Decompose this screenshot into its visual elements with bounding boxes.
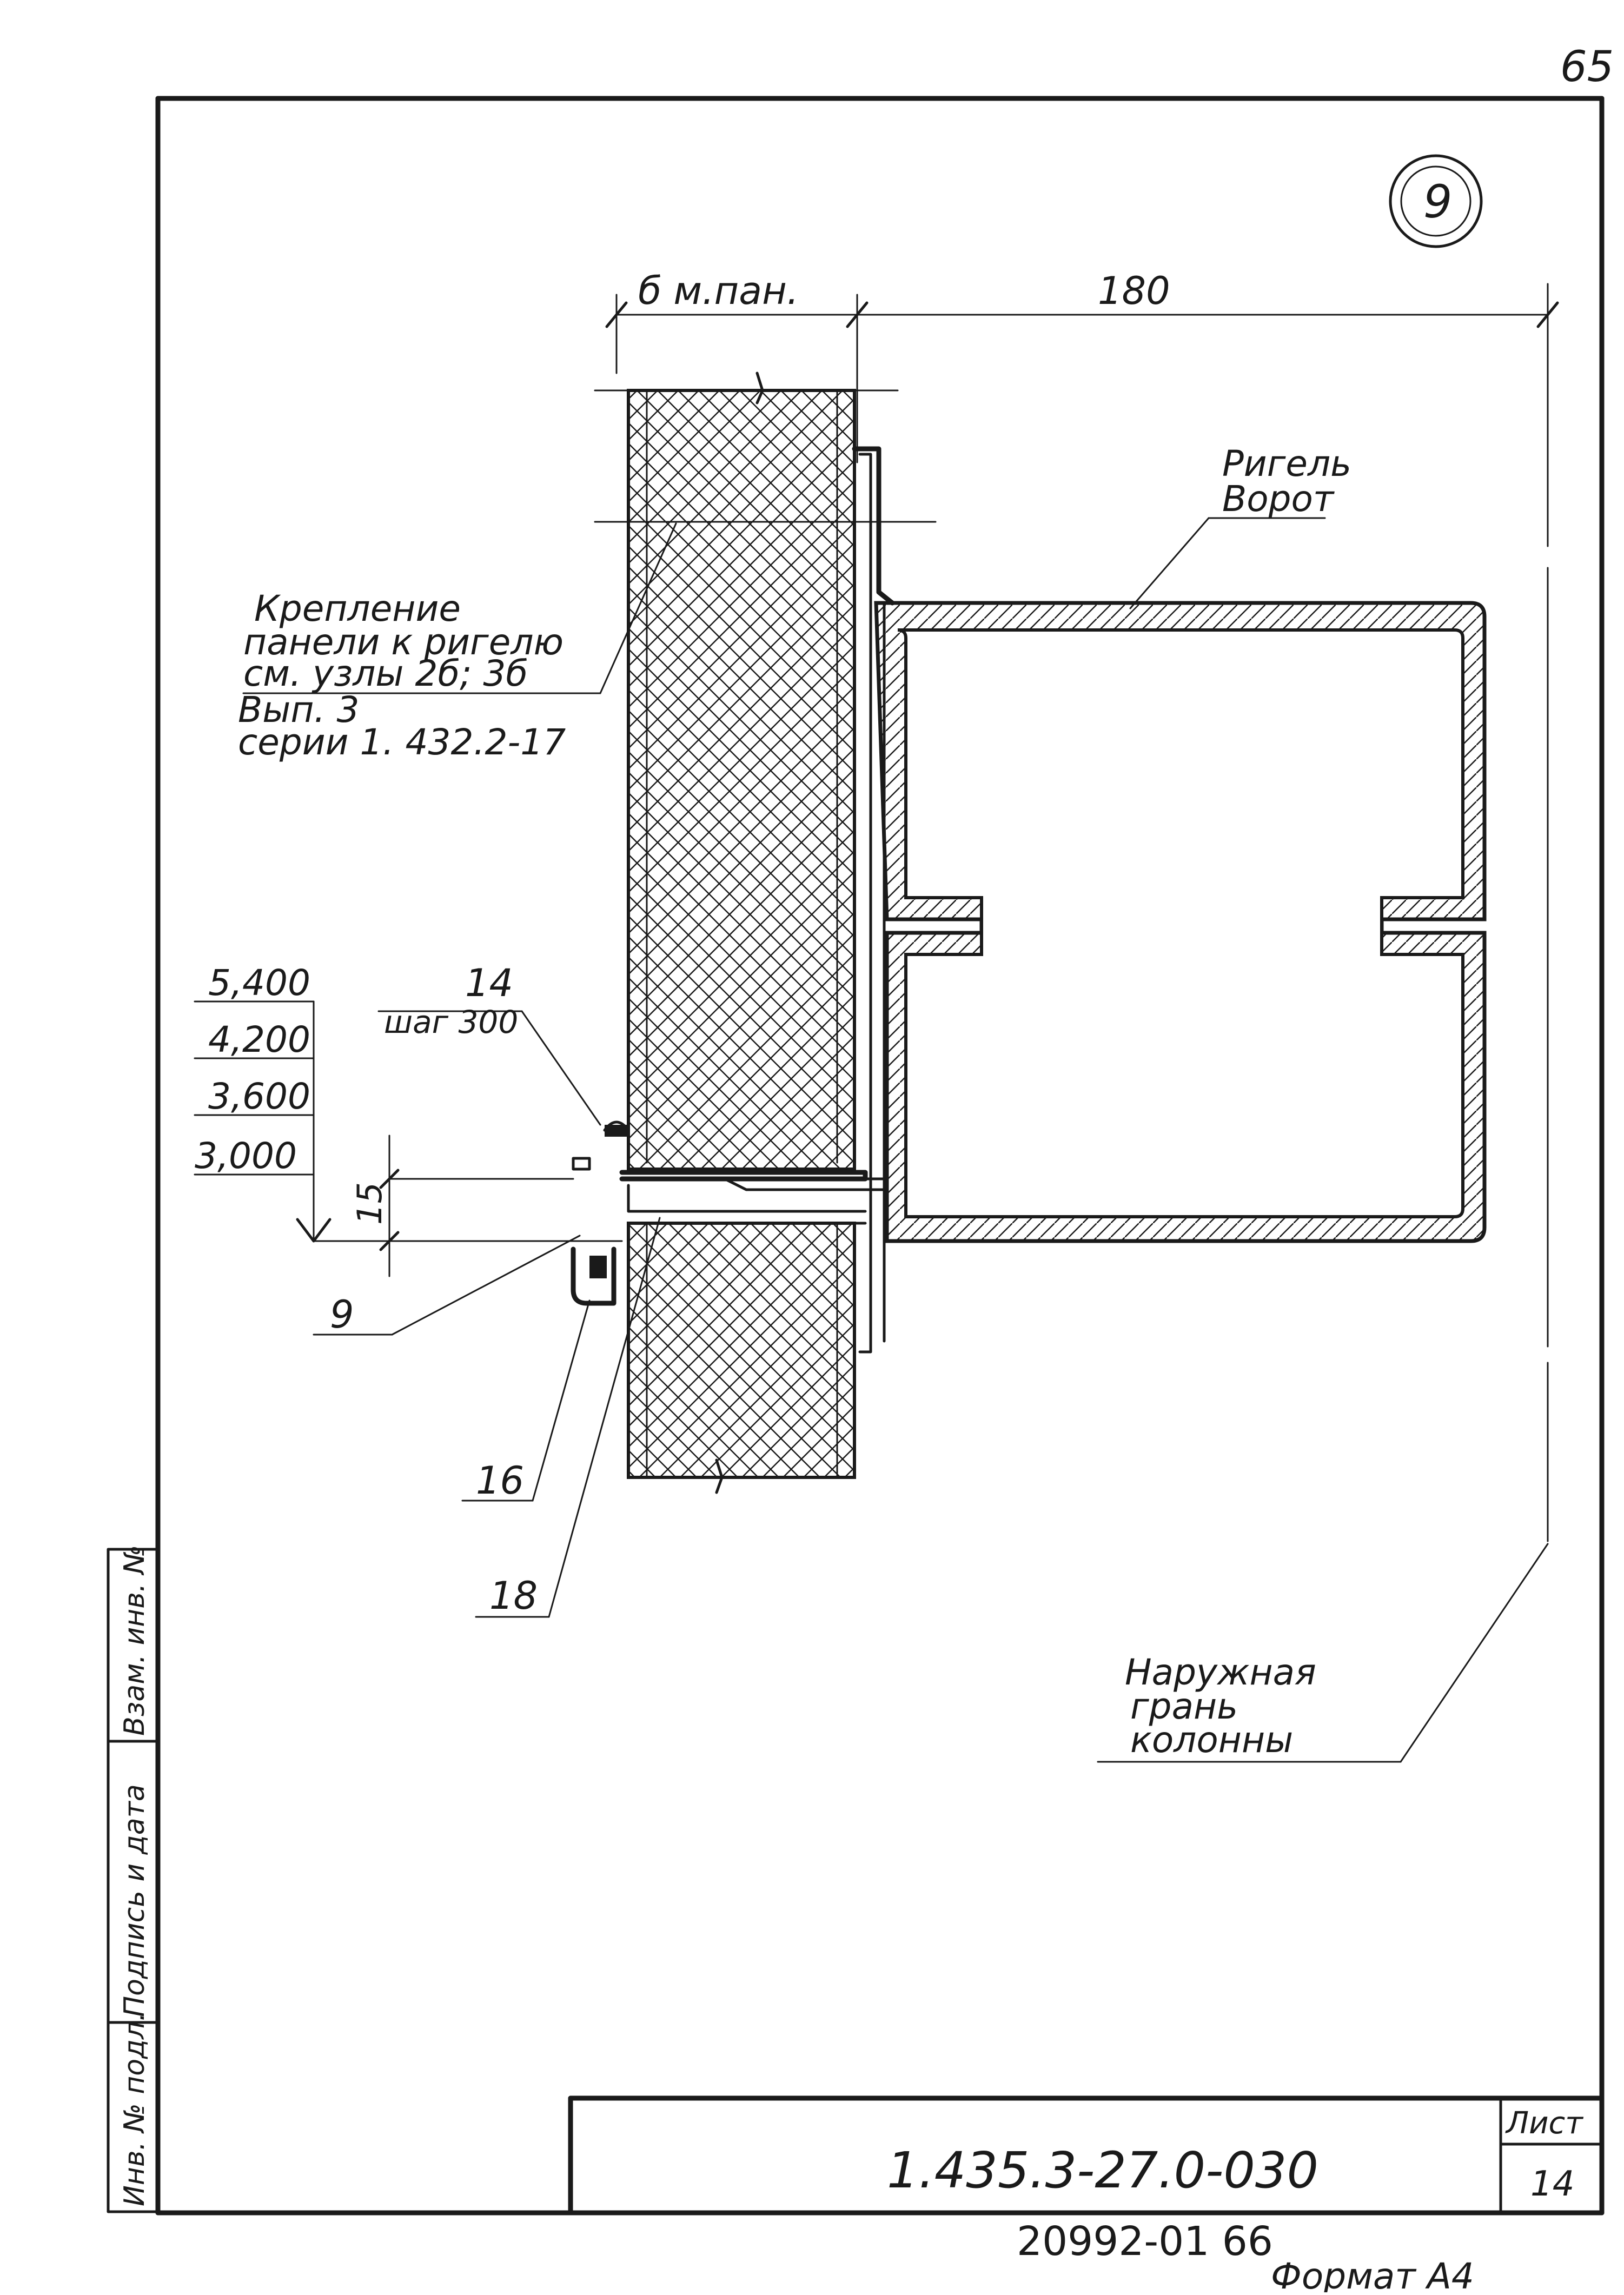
elevation-3: 3,600: [208, 1076, 310, 1117]
stamp-cell-signature: Подпись и дата: [118, 1784, 151, 2017]
callout-16: 16: [461, 1299, 591, 1503]
step-dim-label: 15: [350, 1182, 389, 1225]
support-strip: [852, 446, 895, 1354]
top-dimensions: б м.пан. 180: [605, 269, 1559, 547]
callout-14-note: шаг 300: [384, 1004, 518, 1040]
callout-16-label: 16: [476, 1458, 524, 1503]
girt-leader: Ригель Ворот: [1129, 443, 1351, 609]
fastening-line2: панели к ригелю: [243, 621, 564, 663]
fastening-line3: см. узлы 2б; 3б: [243, 653, 528, 694]
node-mark-label: 9: [1423, 175, 1452, 228]
gasket-16: [571, 1246, 617, 1306]
callout-14: 14 шаг 300: [377, 961, 601, 1126]
girt-label-line2: Ворот: [1222, 478, 1335, 520]
elevation-4: 3,000: [195, 1135, 297, 1177]
callout-9: 9: [313, 1235, 581, 1337]
stamp-cell-inventory: Инв. № подл.: [118, 2012, 151, 2206]
callout-18: 18: [475, 1217, 661, 1618]
girt-label-line1: Ригель: [1222, 443, 1351, 485]
joint-flashing: [572, 1157, 889, 1225]
elevation-2: 4,200: [208, 1019, 310, 1060]
lower-wall-panel: [627, 1222, 856, 1494]
page-number: 65: [1560, 43, 1614, 91]
sheet-format: Формат А4: [1271, 2256, 1474, 2292]
fastener-14: [603, 1120, 630, 1137]
node-mark: 9: [1389, 154, 1483, 248]
fastening-note: Крепление панели к ригелю см. узлы 2б; 3…: [238, 522, 677, 763]
callout-18-label: 18: [489, 1574, 538, 1618]
upper-wall-panel: [594, 372, 937, 1171]
side-stamp: Инв. № подл. Подпись и дата Взам. инв. №: [107, 1545, 160, 2213]
title-block: 1.435.3-27.0-030 Лист 14: [568, 2095, 1605, 2216]
elevation-marks: 5,400 4,200 3,600 3,000: [194, 962, 623, 1243]
stamp-cell-replacement: Взам. инв. №: [118, 1545, 151, 1736]
drawing-designation: 1.435.3-27.0-030: [887, 2141, 1318, 2199]
step-dimension: 15: [350, 1135, 574, 1277]
fastening-line1: Крепление: [254, 588, 461, 629]
elevation-1: 5,400: [208, 962, 310, 1004]
sheet-number: 14: [1530, 2164, 1574, 2204]
column-face: Наружная грань колонны: [1097, 567, 1549, 1763]
column-face-line1: Наружная: [1125, 1651, 1316, 1693]
gate-girt-section: [874, 601, 1487, 1343]
fastening-line4: Вып. 3: [238, 689, 360, 731]
sheet-label: Лист: [1505, 2106, 1583, 2141]
callout-9-label: 9: [330, 1292, 354, 1337]
column-offset-dim: 180: [1098, 269, 1170, 313]
column-face-line3: колонны: [1130, 1719, 1293, 1761]
panel-thickness-dim: б м.пан.: [638, 269, 799, 313]
column-face-line2: грань: [1130, 1686, 1238, 1727]
fastening-line5: серии 1. 432.2-17: [238, 721, 566, 763]
callout-14-label: 14: [465, 961, 513, 1005]
archive-number: 20992-01 66: [1017, 2218, 1273, 2265]
